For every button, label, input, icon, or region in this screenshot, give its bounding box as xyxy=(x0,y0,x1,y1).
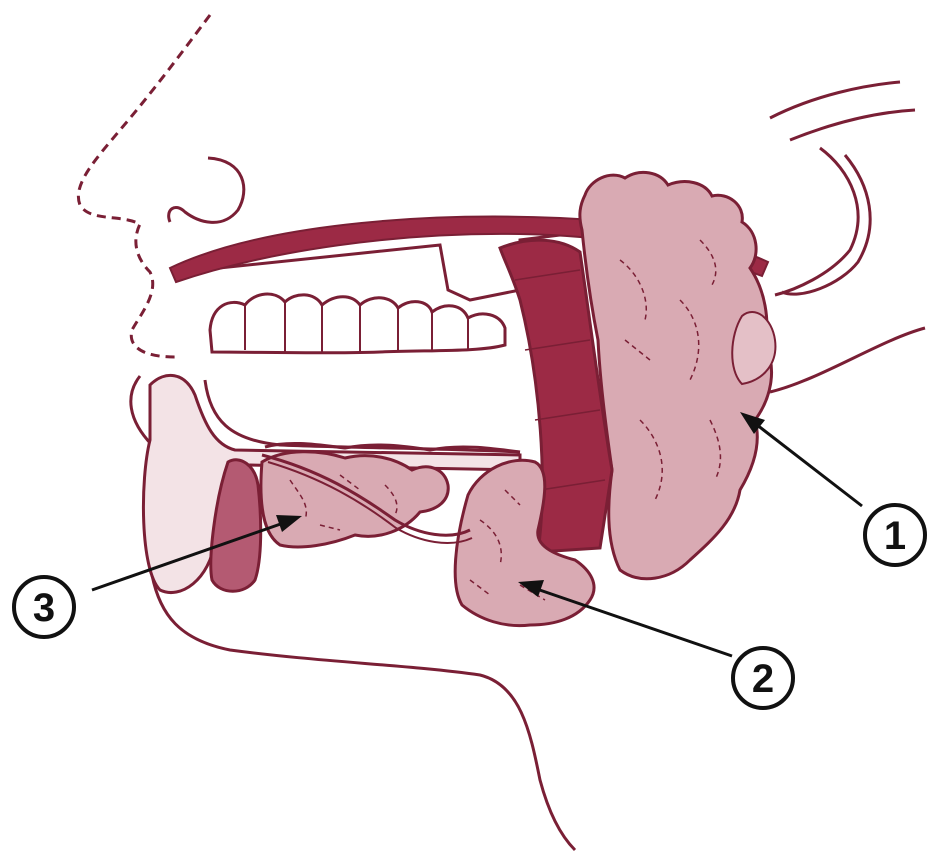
ear-outline xyxy=(770,82,915,295)
callout-3: 3 xyxy=(14,577,74,637)
upper-teeth xyxy=(210,294,505,353)
callout-2: 2 xyxy=(733,648,793,708)
neck-back-outline xyxy=(770,328,925,392)
face-profile-outline xyxy=(78,15,210,357)
tongue-outline xyxy=(205,380,520,452)
callout-1: 1 xyxy=(865,505,925,565)
nostril-outline xyxy=(169,158,244,222)
callout-1-label: 1 xyxy=(884,514,906,558)
callout-2-label: 2 xyxy=(752,657,774,701)
callout-3-label: 3 xyxy=(33,586,55,630)
leader-arrow-1 xyxy=(740,412,862,506)
